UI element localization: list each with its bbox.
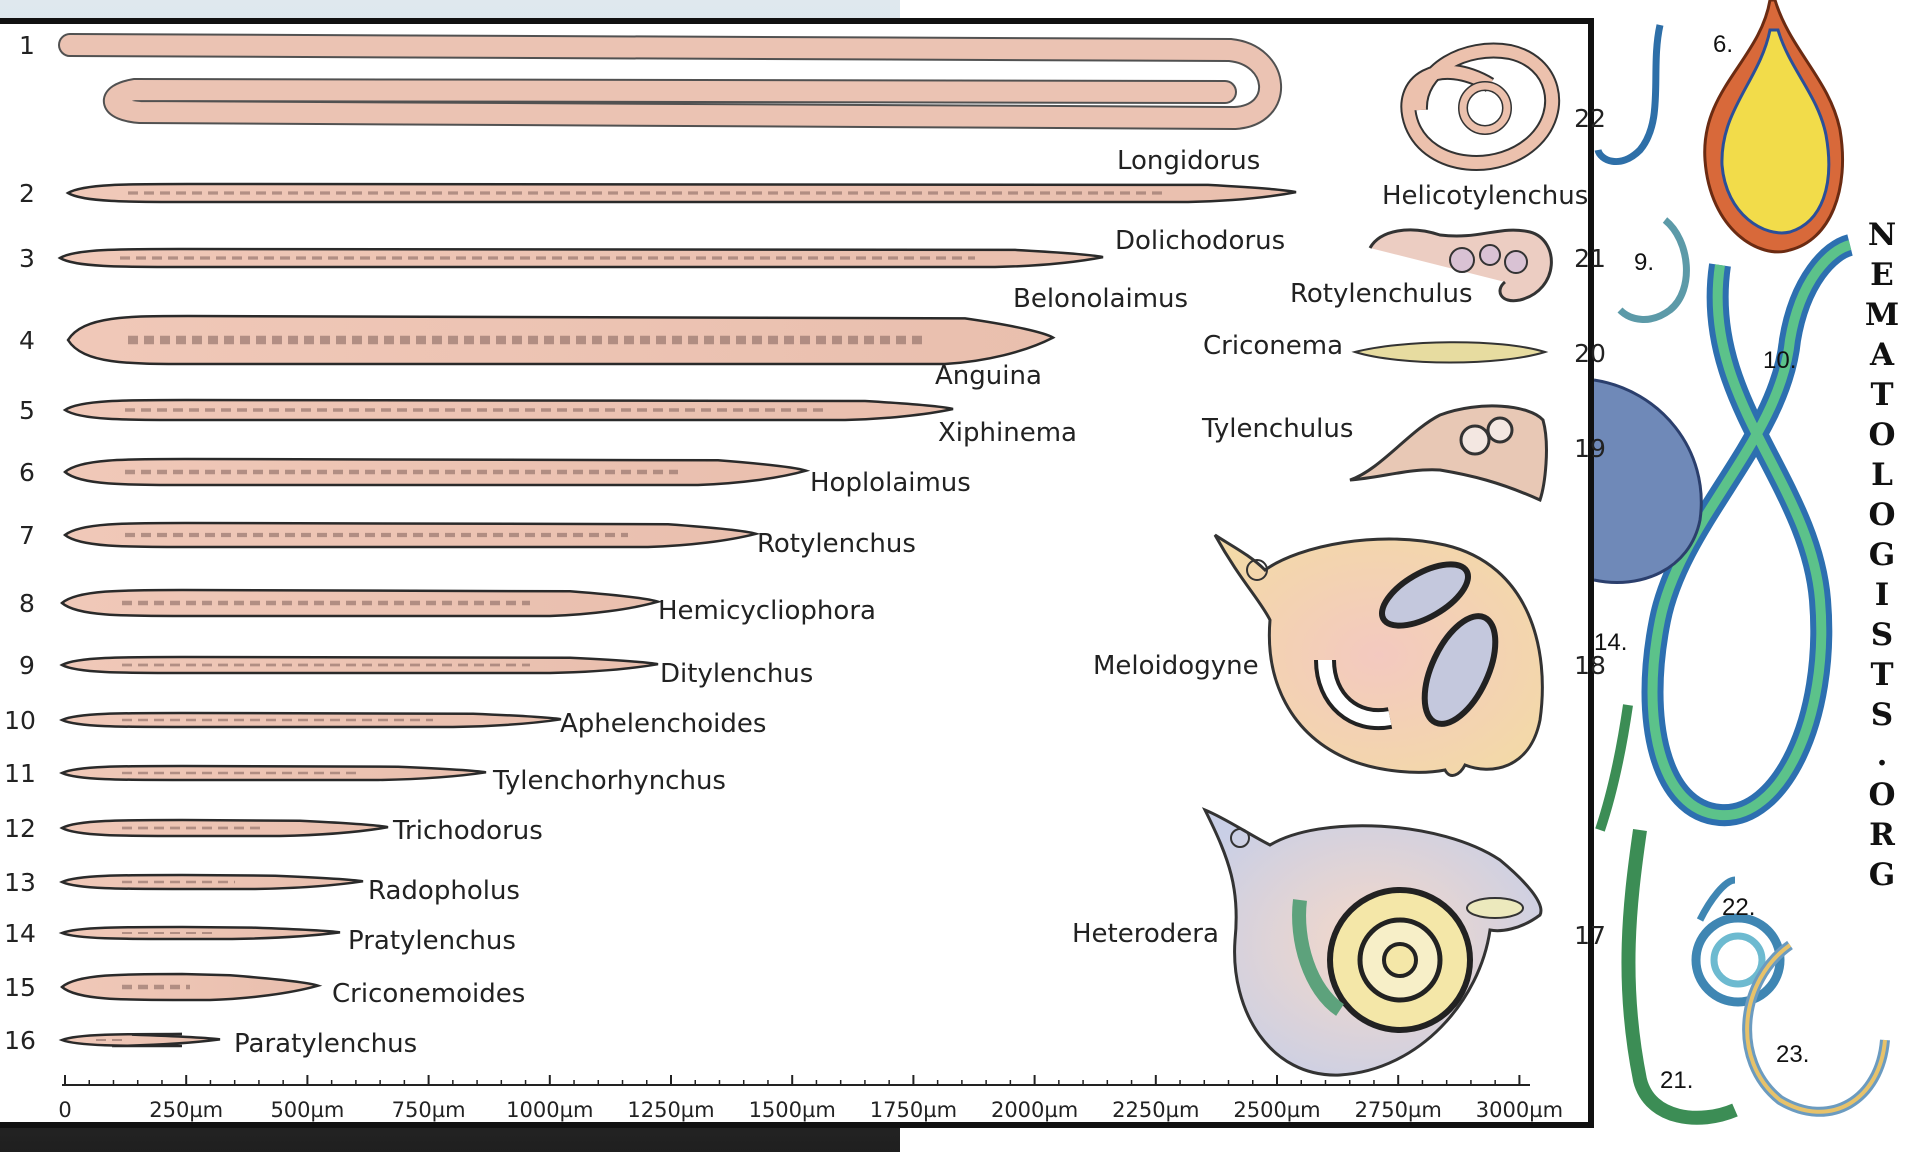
genus-label: Ditylenchus	[660, 659, 813, 689]
genus-label: Criconema	[1203, 331, 1343, 361]
row-number: 3	[19, 244, 35, 273]
row-number: 10	[4, 706, 36, 735]
tylenchulus-figure	[1350, 406, 1546, 500]
scale-tick-label: 1000µm	[506, 1098, 593, 1122]
scale-tick-label: 2500µm	[1233, 1098, 1320, 1122]
genus-label: Heterodera	[1072, 919, 1219, 949]
nematode-body	[62, 927, 340, 939]
genus-label: Dolichodorus	[1115, 226, 1285, 256]
row-number: 11	[4, 759, 36, 788]
meloidogyne-figure	[1215, 535, 1542, 775]
row-number: 2	[19, 179, 35, 208]
nematode-body	[62, 875, 363, 889]
genus-label: Tylenchulus	[1201, 414, 1353, 444]
scale-tick-label: 250µm	[149, 1098, 223, 1122]
row-number: 16	[4, 1026, 36, 1055]
nematode-body	[62, 1034, 220, 1046]
scale-tick-label: 2750µm	[1355, 1098, 1442, 1122]
scale-tick-label: 750µm	[392, 1098, 466, 1122]
row-number: 18	[1574, 651, 1606, 680]
genus-label: Radopholus	[368, 876, 520, 906]
scale-tick-label: 1250µm	[627, 1098, 714, 1122]
genus-label: Rotylenchulus	[1290, 279, 1473, 309]
scale-tick-label: 0	[58, 1098, 71, 1122]
scale-tick-label: 1500µm	[749, 1098, 836, 1122]
genus-label: Meloidogyne	[1093, 651, 1259, 681]
scale-tick-label: 1750µm	[870, 1098, 957, 1122]
genus-label: Paratylenchus	[234, 1029, 417, 1059]
criconema-figure	[1355, 342, 1545, 362]
row-number: 1	[19, 31, 35, 60]
row-number: 15	[4, 973, 36, 1002]
row-number: 6	[19, 458, 35, 487]
nematode-body	[62, 590, 658, 616]
genus-label: Belonolaimus	[1013, 284, 1188, 314]
genus-label: Longidorus	[1117, 146, 1260, 176]
genus-label: Aphelenchoides	[560, 709, 766, 739]
nematode-body	[65, 523, 756, 547]
row-number: 7	[19, 521, 35, 550]
scale-tick-label: 2000µm	[991, 1098, 1078, 1122]
row-number: 5	[19, 396, 35, 425]
row-number: 12	[4, 814, 36, 843]
length-scale-axis: 0 250µm 500µm 750µm 1000µm 1250µm 1500µm 1750µm…	[58, 1075, 1563, 1122]
row-number: 17	[1574, 921, 1606, 950]
scale-tick-label: 2250µm	[1112, 1098, 1199, 1122]
row-number: 20	[1574, 339, 1606, 368]
genus-label: Hemicycliophora	[658, 596, 876, 626]
genus-label: Xiphinema	[938, 418, 1077, 448]
genus-label: Tylenchorhynchus	[492, 766, 726, 796]
genus-label: Rotylenchus	[757, 529, 916, 559]
scale-tick-label: 3000µm	[1476, 1098, 1563, 1122]
genus-label: Anguina	[935, 361, 1042, 391]
row-number: 22	[1574, 104, 1606, 133]
row-number: 14	[4, 919, 36, 948]
genus-label: Trichodorus	[392, 816, 543, 846]
nematode-body	[62, 713, 561, 727]
row-number: 13	[4, 868, 36, 897]
helicotylenchus-figure	[1408, 51, 1552, 163]
scale-tick-label: 500µm	[270, 1098, 344, 1122]
heterodera-figure	[1205, 810, 1541, 1075]
nematode-bodies	[60, 45, 1296, 1046]
genus-label: Pratylenchus	[348, 926, 516, 956]
row-number: 19	[1574, 434, 1606, 463]
row-number: 8	[19, 589, 35, 618]
nematode-body	[62, 657, 658, 673]
row-number: 4	[19, 326, 35, 355]
genus-label: Criconemoides	[332, 979, 525, 1009]
genus-label: Helicotylenchus	[1382, 181, 1588, 211]
genus-label: Hoplolaimus	[810, 468, 971, 498]
row-number: 9	[19, 651, 35, 680]
row-number: 21	[1574, 244, 1606, 273]
